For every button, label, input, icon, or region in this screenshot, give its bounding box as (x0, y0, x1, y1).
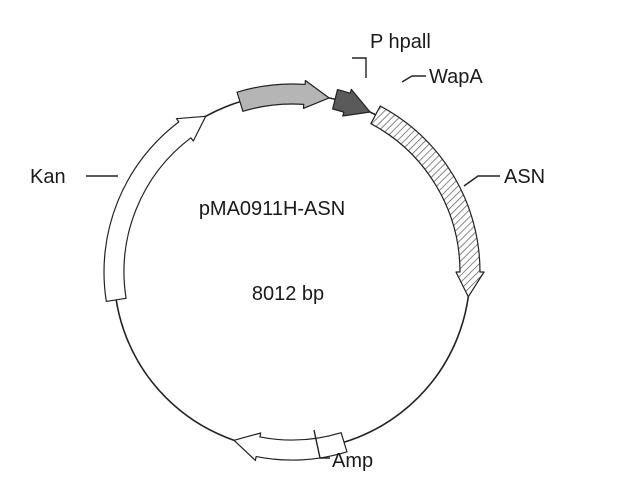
amp-gene-arrow (233, 432, 348, 462)
promoter-phpall-arrow (236, 79, 330, 112)
plasmid-name: pMA0911H-ASN (199, 198, 345, 220)
asn-label: ASN (504, 166, 545, 188)
plasmid-size: 8012 bp (252, 283, 324, 305)
wapa-signal-arrow (332, 88, 371, 117)
amp-label: Amp (332, 450, 373, 472)
kan-gene-arrow (103, 115, 207, 303)
asn-gene-arrow (370, 105, 485, 298)
kan-label: Kan (30, 166, 66, 188)
wapa-leader-line (401, 75, 426, 83)
wapa-label: WapA (429, 66, 483, 88)
phpall-label: P hpall (370, 31, 431, 53)
phpall-leader-line (352, 57, 367, 78)
asn-leader-line (463, 175, 500, 187)
amp-leader-line (313, 429, 330, 459)
